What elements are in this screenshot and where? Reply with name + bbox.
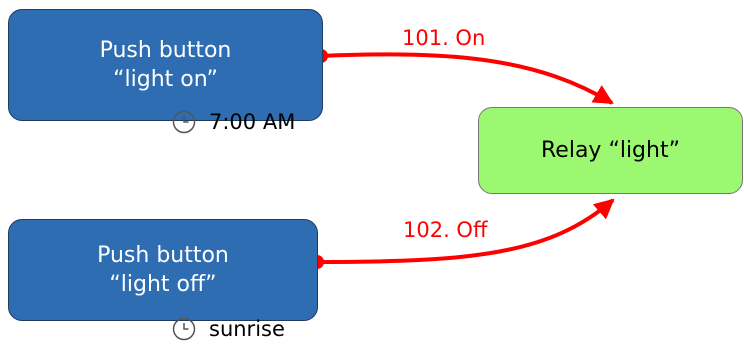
schedule-time: sunrise bbox=[209, 317, 285, 341]
node-label-line1: Push button bbox=[97, 243, 229, 268]
node-label-line2: “light off” bbox=[109, 272, 217, 297]
clock-icon bbox=[172, 110, 196, 134]
node-label-line1: Push button bbox=[99, 38, 232, 63]
push-button-light-off-node[interactable]: Push button “light off” bbox=[8, 219, 318, 321]
edge-label-on: 101. On bbox=[402, 26, 486, 50]
relay-label: Relay “light” bbox=[541, 138, 680, 163]
push-button-light-on-node[interactable]: Push button “light on” bbox=[8, 9, 323, 121]
node-label-line2: “light on” bbox=[113, 67, 218, 92]
relay-light-node[interactable]: Relay “light” bbox=[478, 107, 743, 194]
edge-off-to-relay bbox=[316, 198, 615, 264]
clock-icon bbox=[172, 317, 196, 341]
schedule-light-on: 7:00 AM bbox=[172, 110, 295, 134]
schedule-light-off: sunrise bbox=[172, 317, 285, 341]
edge-on-to-relay bbox=[320, 52, 614, 105]
schedule-time: 7:00 AM bbox=[209, 110, 296, 134]
edge-label-off: 102. Off bbox=[403, 218, 488, 242]
